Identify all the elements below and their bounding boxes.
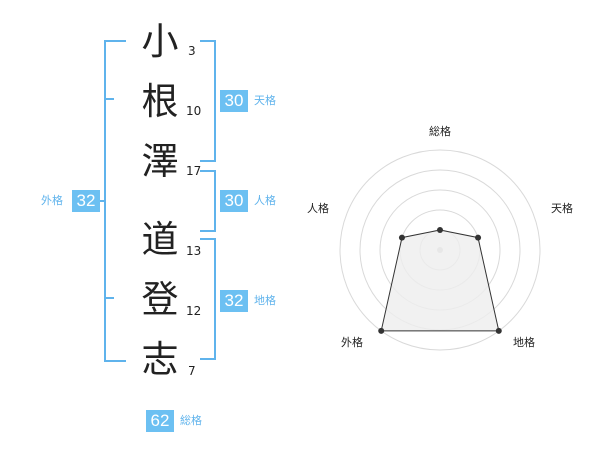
soukaku-label: 総格 [180, 414, 202, 427]
name-char-4: 道 [141, 218, 179, 261]
gaikaku-label: 外格 [41, 194, 63, 207]
tenkaku-score: 30 [220, 90, 248, 112]
name-char-1: 小 [141, 20, 179, 63]
radar-ring [339, 149, 541, 351]
axis-label-gaikaku: 外格 [341, 335, 363, 349]
axis-label-tenkaku: 天格 [551, 201, 573, 215]
radar-point-4 [398, 234, 405, 241]
tenkaku-label: 天格 [254, 94, 276, 107]
radar-point-1 [475, 234, 482, 241]
chikaku-bracket [200, 238, 216, 360]
jinkaku-score: 30 [220, 190, 248, 212]
gaikaku-tick-2 [104, 297, 114, 299]
name-char-2: 根 [141, 80, 179, 123]
radar-points [378, 227, 502, 334]
gaikaku-bracket [104, 40, 126, 362]
stroke-count-5: 12 [186, 304, 202, 318]
stroke-count-6: 7 [188, 364, 196, 378]
jinkaku-label: 人格 [254, 194, 276, 207]
axis-label-chikaku: 地格 [513, 335, 535, 349]
radar-point-3 [378, 327, 385, 334]
axis-label-soukaku: 総格 [429, 124, 451, 138]
radar-axis-labels: 総格 天格 地格 外格 人格 [307, 124, 573, 349]
soukaku-score: 62 [146, 410, 174, 432]
name-char-3: 澤 [141, 140, 179, 183]
jinkaku-bracket [200, 170, 216, 232]
radar-point-0 [437, 227, 443, 233]
stroke-count-2: 10 [186, 104, 202, 118]
stroke-count-4: 13 [186, 244, 202, 258]
radar-point-2 [495, 327, 502, 334]
gaikaku-score: 32 [72, 190, 100, 212]
name-char-5: 登 [141, 278, 179, 321]
name-char-6: 志 [141, 338, 179, 381]
radar-area [380, 229, 500, 332]
stroke-count-3: 17 [186, 164, 202, 178]
axis-label-jinkaku: 人格 [307, 201, 329, 215]
tenkaku-bracket [200, 40, 216, 162]
gaikaku-tick-1 [104, 98, 114, 100]
chikaku-score: 32 [220, 290, 248, 312]
chikaku-label: 地格 [254, 294, 276, 307]
stroke-count-1: 3 [188, 44, 196, 58]
